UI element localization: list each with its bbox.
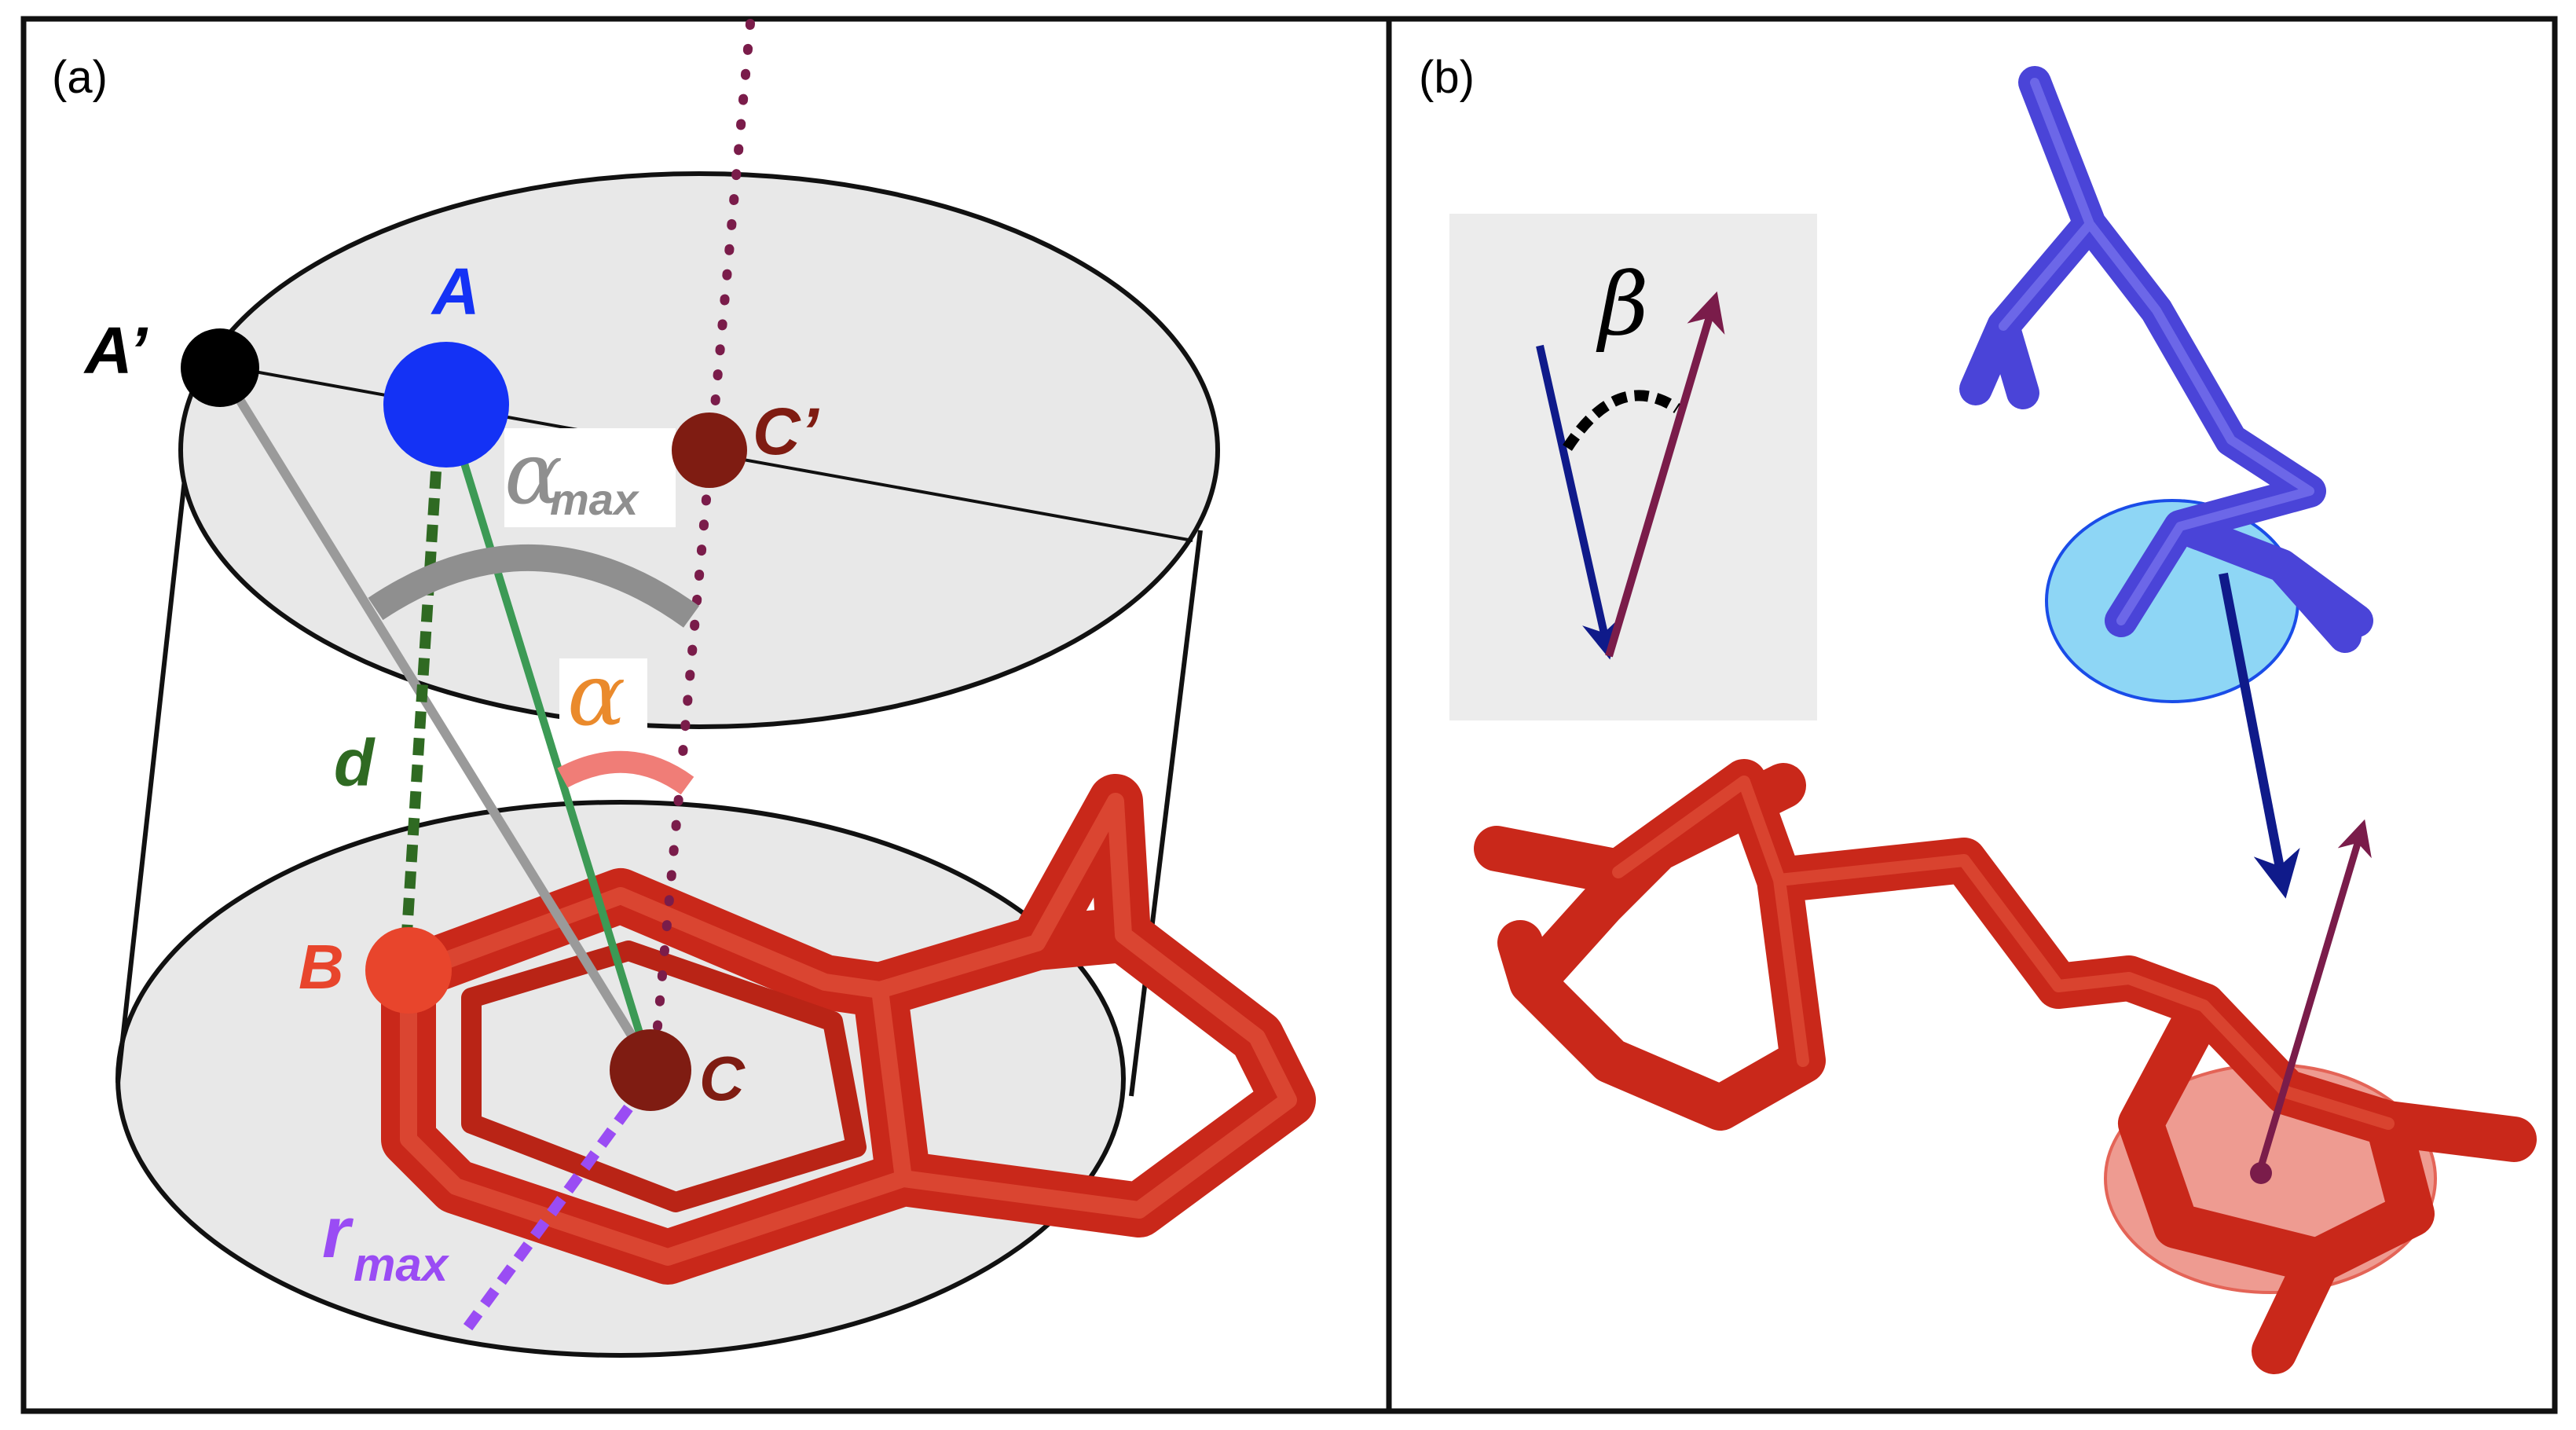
- panel-b: (b) β: [1386, 16, 2558, 1414]
- alpha-max-arc: [368, 544, 699, 628]
- label-alpha: α: [567, 644, 625, 745]
- label-B: B: [299, 932, 344, 1002]
- label-alpha-max-subscript: max: [550, 475, 640, 524]
- point-C: [610, 1029, 691, 1111]
- inset-background: [1449, 214, 1817, 720]
- normal-axis-dotted: [649, 19, 755, 1073]
- point-B: [365, 927, 452, 1014]
- panel-a: (a) A’: [20, 16, 1392, 1414]
- label-C: C: [699, 1043, 746, 1113]
- label-A: A: [431, 255, 480, 328]
- beta-inset: β: [1449, 214, 1817, 720]
- inset-maroon-arrow: [1605, 291, 1725, 658]
- point-A: [383, 342, 509, 468]
- line-A-to-C: [442, 403, 654, 1070]
- label-beta: β: [1596, 254, 1649, 354]
- red-ring-centroid: [2250, 1162, 2272, 1184]
- blue-residue: [1959, 66, 2373, 703]
- molecule-inner-ring: [461, 940, 867, 1212]
- label-d: d: [334, 726, 376, 800]
- label-rmax: r: [322, 1193, 354, 1273]
- ring-molecule: [381, 774, 1316, 1285]
- panel-b-label: (b): [1419, 52, 1475, 103]
- cylinder-left-wall: [115, 408, 195, 1084]
- label-rmax-subscript: max: [354, 1238, 450, 1291]
- beta-arc: [1563, 390, 1680, 451]
- blue-normal-arrow: [2219, 572, 2300, 899]
- alpha-arc: [557, 750, 694, 795]
- panel-a-label: (a): [52, 52, 108, 103]
- cylinder-right-wall: [1129, 530, 1203, 1097]
- label-C-prime: C’: [753, 394, 820, 468]
- radius-rmax-line: [463, 1104, 633, 1332]
- point-A-prime: [181, 328, 259, 407]
- red-normal-arrow: [2255, 819, 2372, 1176]
- label-alpha-max: α: [504, 423, 562, 523]
- label-A-prime: A’: [83, 314, 148, 387]
- line-A-prime-to-C: [215, 365, 657, 1072]
- inset-navy-arrow: [1536, 344, 1621, 660]
- molecule-highlight: [400, 793, 1297, 1266]
- blue-sticks-highlight: [1999, 78, 2314, 625]
- alpha-label-bg: [559, 658, 647, 745]
- alpha-max-label-bg: [504, 428, 676, 527]
- distance-d-line: [399, 471, 442, 971]
- point-C-prime: [672, 412, 747, 488]
